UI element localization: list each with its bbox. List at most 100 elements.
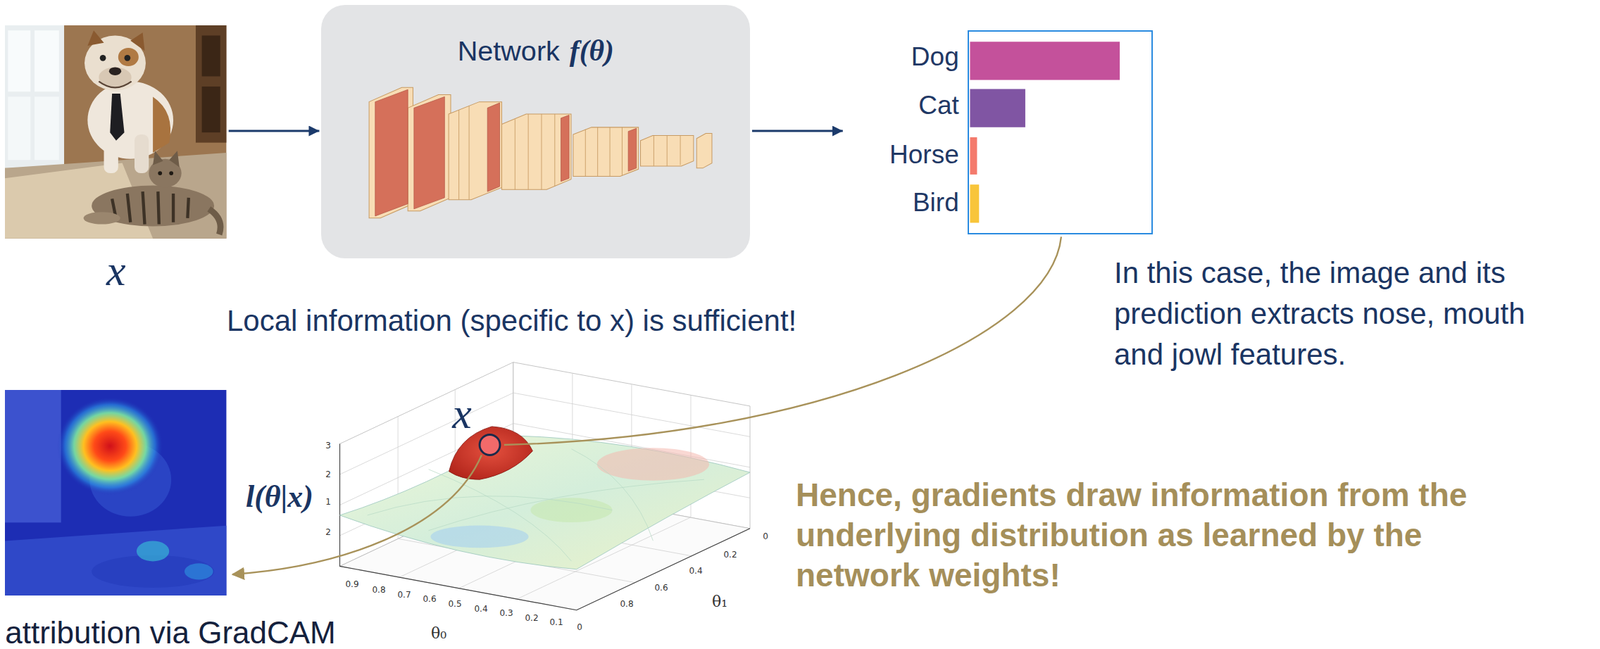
slab-edge: [666, 135, 668, 167]
network-title: Network: [457, 32, 560, 70]
loss-surface: [340, 435, 750, 570]
text-slot: In this case, the image and its predicti…: [1114, 252, 1551, 376]
window: [4, 25, 65, 169]
class-label: Horse: [845, 140, 960, 170]
text-slot: 0: [762, 531, 769, 542]
dog: [130, 32, 145, 51]
bar: [969, 185, 979, 224]
dog: [152, 97, 171, 154]
tick-label: 0.4: [688, 566, 703, 577]
dog: [109, 93, 124, 141]
plot-wall: [340, 362, 750, 611]
cat: [169, 171, 174, 176]
dog: [99, 81, 132, 89]
gradcam-heatmap: [4, 390, 62, 523]
text-slot: Dog: [845, 42, 960, 72]
door: [195, 25, 227, 143]
slab-edge: [459, 106, 681, 200]
loss-surface: [340, 435, 750, 570]
slab-edge: [514, 119, 516, 191]
network-box: Networkf(θ): [321, 4, 750, 258]
text-slot: 2: [325, 527, 331, 538]
attribution-image: attribution via GradCAM: [4, 390, 227, 615]
door: [195, 25, 227, 143]
window: [4, 25, 65, 169]
text-slot: θ₀: [430, 624, 447, 643]
slab-edge: [621, 127, 623, 176]
layer-block: [369, 88, 414, 219]
text-slot: 0.1: [549, 617, 563, 628]
tick-label: 0.1: [549, 617, 563, 628]
loss-surface: [597, 447, 710, 481]
tick-label: 0.4: [473, 604, 488, 615]
text-slot: 3: [325, 440, 331, 451]
class-label: Dog: [845, 42, 960, 72]
dog: [100, 54, 107, 62]
input-image: x: [4, 25, 227, 293]
layer-block: [697, 133, 713, 169]
dog: [99, 67, 132, 89]
gradcam-heatmap: [4, 390, 227, 597]
cat: [209, 209, 221, 235]
text-slot: 0.8: [371, 585, 386, 596]
tick-label: 0.6: [654, 583, 668, 593]
window: [34, 30, 60, 92]
feature-map-face: [561, 115, 570, 182]
text-slot: 0: [576, 622, 583, 633]
tick-label: 0.6: [422, 594, 436, 605]
attribution-caption: attribution via GradCAM: [4, 616, 336, 649]
text-slot: 1: [325, 497, 331, 508]
slab-edge: [585, 129, 586, 177]
slab-edge: [653, 135, 655, 167]
axis-title: θ₁: [711, 592, 728, 612]
point-symbol: x: [452, 390, 472, 436]
text-slot: 0.2: [524, 613, 539, 624]
door: [202, 86, 221, 133]
text-slot: 0.2: [723, 550, 737, 560]
slab-edge: [459, 109, 460, 200]
text-slot: Hence, gradients draw information from t…: [795, 475, 1508, 596]
layer-block: [573, 127, 639, 177]
layer-block: [449, 102, 503, 200]
tick-label: 0.2: [524, 613, 539, 624]
dog: [124, 54, 131, 62]
tick-label: 0.9: [345, 579, 359, 590]
text-slot: 0.7: [397, 590, 411, 600]
tick-label: 0.2: [723, 550, 737, 560]
feature-map-face: [375, 89, 408, 217]
text-slot: l(θ|x): [245, 480, 314, 515]
slab-edge: [554, 114, 556, 187]
cat: [83, 211, 121, 224]
text-slot: 0.4: [473, 604, 488, 615]
slab-edge: [680, 135, 681, 166]
slab-edge: [528, 114, 529, 190]
feature-map-face: [628, 128, 638, 172]
class-label: Bird: [845, 188, 960, 217]
gradcam-heatmap: [4, 525, 227, 596]
flow-arrow: [228, 130, 320, 133]
dog: [109, 67, 122, 77]
text-slot: Local information (specific to x) is suf…: [226, 304, 797, 339]
text-slot: Bird: [845, 188, 960, 217]
cat: [158, 171, 163, 176]
tick-label: 0.3: [499, 608, 513, 619]
conclusion: Hence, gradients draw information from t…: [795, 475, 1508, 596]
text-slot: 2: [325, 469, 331, 480]
text-slot: 0.6: [654, 583, 668, 593]
tick-label: 2: [325, 469, 331, 480]
gradcam-heatmap: [4, 390, 227, 597]
dog: [84, 30, 174, 174]
leader-arrow: [232, 454, 482, 575]
bar: [969, 42, 1120, 81]
network-symbol: f(θ): [569, 32, 615, 70]
text-slot: 0.9: [345, 579, 359, 590]
layer-block: [408, 95, 452, 212]
tick-label: 0: [576, 622, 583, 633]
plot-grid: [340, 373, 750, 600]
text-slot: Horse: [845, 140, 960, 170]
text-slot: attribution via GradCAM: [4, 616, 336, 649]
leader-line: [504, 236, 1062, 446]
cat: [111, 191, 189, 224]
text-slot: θ₁: [711, 592, 728, 612]
